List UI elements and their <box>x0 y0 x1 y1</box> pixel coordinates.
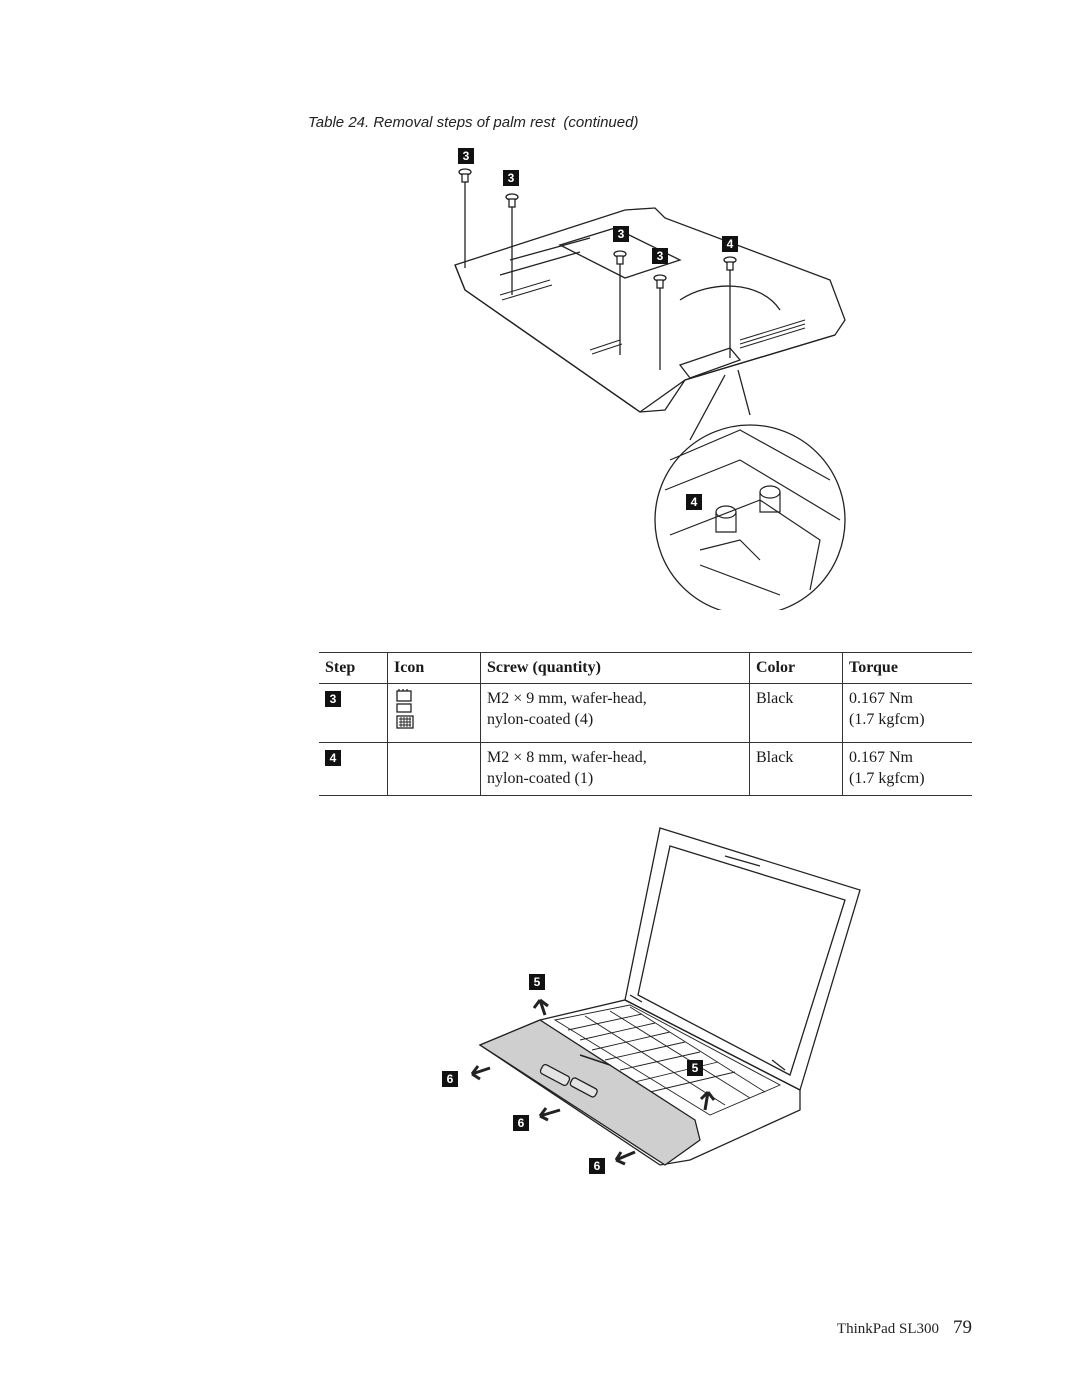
torque-cell: 0.167 Nm (1.7 kgfcm) <box>842 742 972 796</box>
callout-step-6: 6 <box>589 1158 605 1174</box>
callout-step-5: 5 <box>687 1060 703 1076</box>
callout-step-4: 4 <box>722 236 738 252</box>
column-header-icon: Icon <box>387 652 481 684</box>
callout-step-3: 3 <box>613 226 629 242</box>
callout-step-3: 3 <box>503 170 519 186</box>
laptop-bottom-illustration <box>454 168 846 616</box>
screw-spec: M2 × 9 mm, wafer-head, <box>487 690 647 707</box>
step-cell: 4 <box>319 742 388 796</box>
screw-cell: M2 × 9 mm, wafer-head, nylon-coated (4) <box>480 683 750 743</box>
screw-color: Black <box>756 690 794 707</box>
icon-cell <box>387 683 481 743</box>
color-cell: Black <box>749 683 843 743</box>
screw-spec: nylon-coated (4) <box>487 711 594 728</box>
memory-icon <box>396 689 412 713</box>
torque-value: (1.7 kgfcm) <box>849 770 925 787</box>
callout-step-3: 3 <box>458 148 474 164</box>
step-callout: 4 <box>325 750 341 766</box>
callout-step-6: 6 <box>513 1115 529 1131</box>
table-row: 3 M2 × 9 mm, wafer-head, nylon-coate <box>319 683 972 743</box>
memory-keyboard-icons <box>396 689 414 729</box>
laptop-bottom-figure <box>440 140 860 616</box>
keyboard-icon <box>396 715 414 729</box>
screw-spec: nylon-coated (1) <box>487 770 594 787</box>
laptop-open-illustration <box>470 827 861 1166</box>
torque-value: 0.167 Nm <box>849 749 913 766</box>
column-header-step: Step <box>319 652 388 684</box>
column-header-torque: Torque <box>842 652 972 684</box>
screw-table: Step Icon Screw (quantity) Color Torque … <box>319 652 972 796</box>
table-row: 4 M2 × 8 mm, wafer-head, nylon-coated (1… <box>319 742 972 796</box>
callout-step-5: 5 <box>529 974 545 990</box>
color-cell: Black <box>749 742 843 796</box>
screw-spec: M2 × 8 mm, wafer-head, <box>487 749 647 766</box>
page-number: 79 <box>953 1317 972 1338</box>
table-header-row: Step Icon Screw (quantity) Color Torque <box>319 652 972 684</box>
screw-color: Black <box>756 749 794 766</box>
screw-cell: M2 × 8 mm, wafer-head, nylon-coated (1) <box>480 742 750 796</box>
callout-detail-step-4: 4 <box>686 494 702 510</box>
column-header-color: Color <box>749 652 843 684</box>
page-footer: ThinkPad SL300 79 <box>837 1317 972 1339</box>
callout-step-6: 6 <box>442 1071 458 1087</box>
step-cell: 3 <box>319 683 388 743</box>
table-caption: Table 24. Removal steps of palm rest (co… <box>308 114 639 131</box>
callout-step-3: 3 <box>652 248 668 264</box>
torque-value: 0.167 Nm <box>849 690 913 707</box>
laptop-open-figure <box>460 820 870 1180</box>
column-header-screw: Screw (quantity) <box>480 652 750 684</box>
icon-cell <box>387 742 481 796</box>
step-callout: 3 <box>325 691 341 707</box>
torque-cell: 0.167 Nm (1.7 kgfcm) <box>842 683 972 743</box>
product-name: ThinkPad SL300 <box>836 1321 939 1337</box>
torque-value: (1.7 kgfcm) <box>849 711 925 728</box>
